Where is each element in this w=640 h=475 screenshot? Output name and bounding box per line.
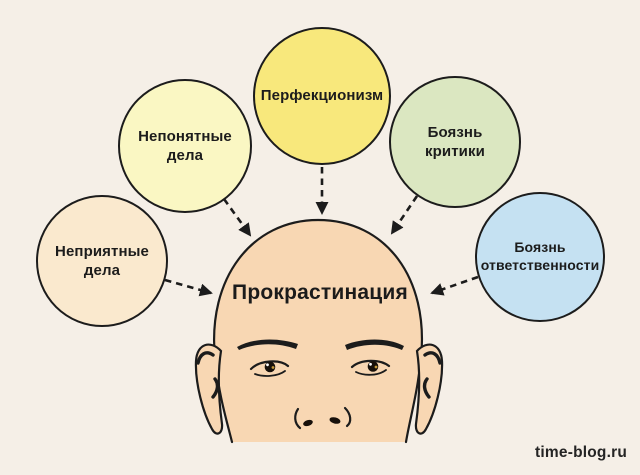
cause-arrows xyxy=(164,167,479,297)
cause-circle-unpleasant-tasks: Неприятные дела xyxy=(36,195,168,327)
right-ear-fold xyxy=(423,351,442,365)
right-iris-glint xyxy=(369,362,372,366)
cause-circle-fear-of-responsibility: Боязнь ответственности xyxy=(475,192,605,322)
left-ear-inner-curve xyxy=(211,377,220,399)
left-iris-glint xyxy=(266,363,269,367)
cause-circle-unclear-tasks: Непонятные дела xyxy=(118,79,252,213)
cause-label: Боязнь критики xyxy=(425,123,485,160)
cause-label: Непонятные дела xyxy=(138,127,232,164)
left-ear-fold xyxy=(196,351,215,365)
arrow-unpleasant-tasks xyxy=(164,278,213,297)
left-eye-upper-lid xyxy=(249,360,290,371)
nose-left-wing xyxy=(294,407,302,430)
arrow-fear-of-responsibility xyxy=(430,275,479,296)
right-eye-upper-lid xyxy=(350,359,391,369)
diagram-title: Прокрастинация xyxy=(232,281,408,304)
right-iris-amber xyxy=(374,365,378,369)
left-eye-lower-lid xyxy=(254,370,286,377)
head-fill xyxy=(214,220,422,442)
arrow-unclear-tasks xyxy=(222,198,252,237)
right-ear-inner-curve xyxy=(422,377,431,399)
left-eyebrow xyxy=(237,339,298,350)
nose-right-wing xyxy=(343,406,352,428)
cause-circle-perfectionism: Перфекционизм xyxy=(253,27,391,165)
right-ear xyxy=(414,343,444,435)
cause-label: Перфекционизм xyxy=(260,87,384,105)
left-nostril xyxy=(303,419,313,427)
left-iris-amber xyxy=(271,366,275,369)
right-eye-lower-lid xyxy=(355,369,387,376)
arrow-fear-of-criticism xyxy=(390,195,419,235)
watermark-site-url: time-blog.ru xyxy=(535,444,627,461)
left-ear xyxy=(194,343,224,435)
cause-circle-fear-of-criticism: Боязнь критики xyxy=(389,76,521,208)
right-eyebrow xyxy=(345,339,404,350)
cause-label: Неприятные дела xyxy=(55,242,149,279)
right-nostril xyxy=(329,417,341,424)
head-illustration xyxy=(194,218,444,444)
cause-label: Боязнь ответственности xyxy=(480,239,600,273)
